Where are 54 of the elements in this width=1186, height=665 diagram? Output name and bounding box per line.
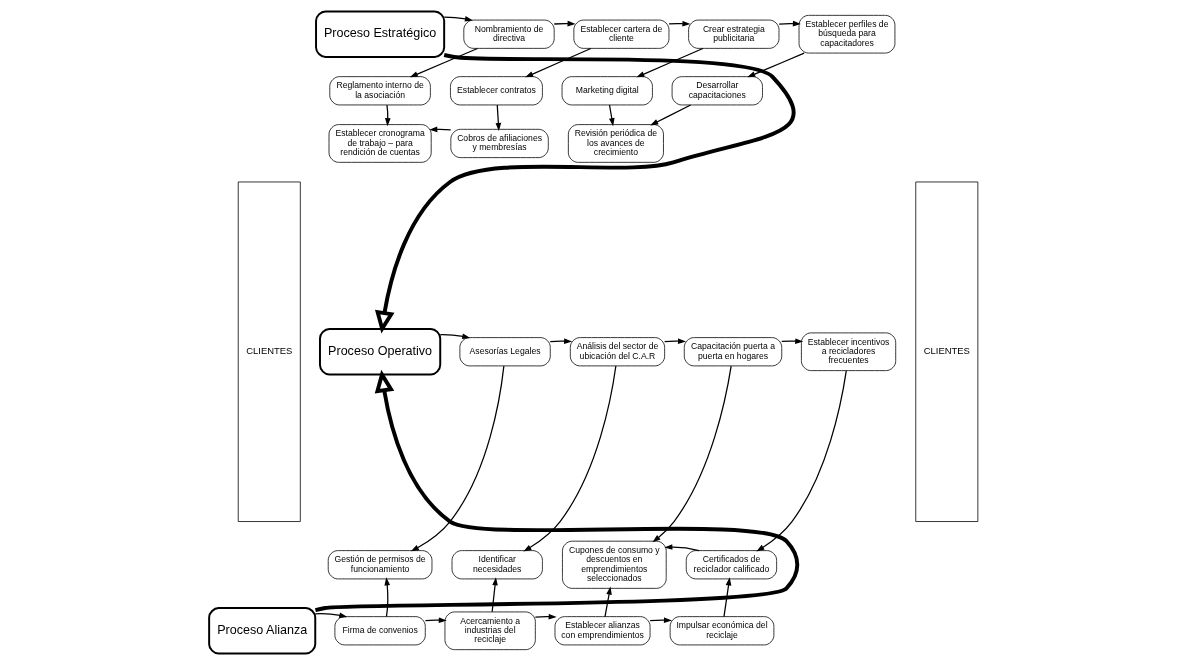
node-box: Establecer perfiles de búsqueda para capacitadores [798,14,895,54]
node-box: Certificados de reciclador calificado [685,550,777,580]
node-box: CLIENTES [914,181,978,522]
arrow [383,577,390,618]
node-box: Desarrollar capacitaciones [671,76,763,106]
node-box: Cobros de afiliaciones y membresías [449,128,549,158]
node-box: Proceso Estratégico [314,10,445,58]
node-box: Firma de convenios [334,616,426,646]
node-box: Establecer cartera de cliente [572,19,669,49]
node-box: Gestión de permisos de funcionamiento [327,550,432,580]
arrow [491,577,498,613]
arrow [746,52,805,78]
arrow [439,333,470,340]
node-box: Reglamento interno de la asociación [328,76,431,106]
arrow [755,370,847,552]
node-box: Revisión periódica de los avances de crecimiento [567,124,664,163]
arrow [495,104,501,132]
node-box: Establecer contratos [449,76,543,106]
node-box: Marketing digital [561,76,653,106]
arrow [549,338,572,344]
node-box: Asesorías Legales [459,337,551,367]
arrow [374,53,796,334]
arrow [409,47,478,78]
arrow [652,365,732,543]
node-box: Proceso Operativo [318,327,441,376]
node-box: Establecer incentivos a recicladores frecuentes [800,332,896,371]
node-box: Proceso Alianza [207,607,316,655]
arrow [443,16,473,22]
arrow [410,365,504,552]
node-box: Cupones de consumo y descuentos en emprendimientos seleccionados [561,540,667,589]
node-box: Crear estrategia publicitaria [687,19,779,49]
arrow [314,612,347,619]
node-box: Capacitación puerta a puerta en hogares [683,337,782,367]
arrow [722,577,731,618]
node-box: Establecer alianzas con emprendimientos [554,616,650,646]
arrow [522,365,616,552]
arrow [608,104,615,127]
arrow [553,20,576,27]
arrow [663,338,686,344]
node-box: CLIENTES [237,181,301,522]
arrow [635,47,703,78]
arrow [524,47,591,78]
node-box: Nombramiento de directiva [462,19,555,49]
node-box: Identificar necesidades [451,550,543,580]
arrow [778,20,801,27]
node-box: Análisis del sector de ubicación del C.A.R [569,337,665,367]
arrow [314,369,799,613]
arrow [534,613,557,620]
node-box: Establecer cronograma de trabajo – para rendición de cuentas [328,124,432,163]
arrow [649,104,691,126]
arrow [603,586,612,618]
node-box: Acercamiento a industrias del reciclaje [444,611,536,651]
arrow [663,544,699,552]
node-box: Impulsar económica del reciclaje [669,616,774,646]
